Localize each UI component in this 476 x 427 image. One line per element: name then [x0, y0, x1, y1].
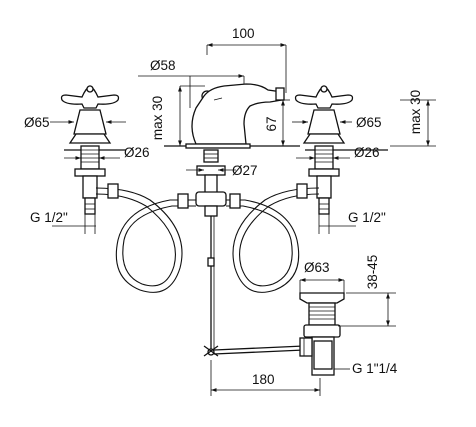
- label-center-body-dia: Ø27: [232, 163, 258, 178]
- left-cross-handle-valve: [60, 85, 120, 215]
- label-drain-dia: Ø63: [304, 260, 330, 275]
- label-drain-range: 38-45: [365, 255, 380, 290]
- dimension-lines: [50, 43, 436, 396]
- label-spout-tip-height: 67: [264, 116, 279, 131]
- dimension-labels: 100 Ø58 max 30 67 Ø65 Ø26 Ø65 Ø26 max 30…: [24, 26, 423, 387]
- label-right-thread: G 1/2": [348, 210, 386, 225]
- label-drain-thread: G 1"1/4: [352, 361, 398, 376]
- flexible-hoses: [95, 183, 320, 293]
- label-spacing: 100: [232, 26, 255, 41]
- label-right-handle-dia: Ø65: [356, 115, 382, 130]
- label-right-height-max: max 30: [408, 90, 423, 134]
- label-spout-base: Ø58: [150, 58, 176, 73]
- label-left-handle-dia: Ø65: [24, 115, 50, 130]
- label-spout-height-max: max 30: [150, 96, 165, 140]
- label-left-body-dia: Ø26: [124, 145, 150, 160]
- label-rod-length: 180: [252, 372, 275, 387]
- centre-spout: [185, 83, 285, 357]
- label-right-body-dia: Ø26: [354, 145, 380, 160]
- popup-waste-drain: [213, 292, 345, 376]
- label-left-thread: G 1/2": [30, 210, 68, 225]
- right-cross-handle-valve: [294, 85, 354, 215]
